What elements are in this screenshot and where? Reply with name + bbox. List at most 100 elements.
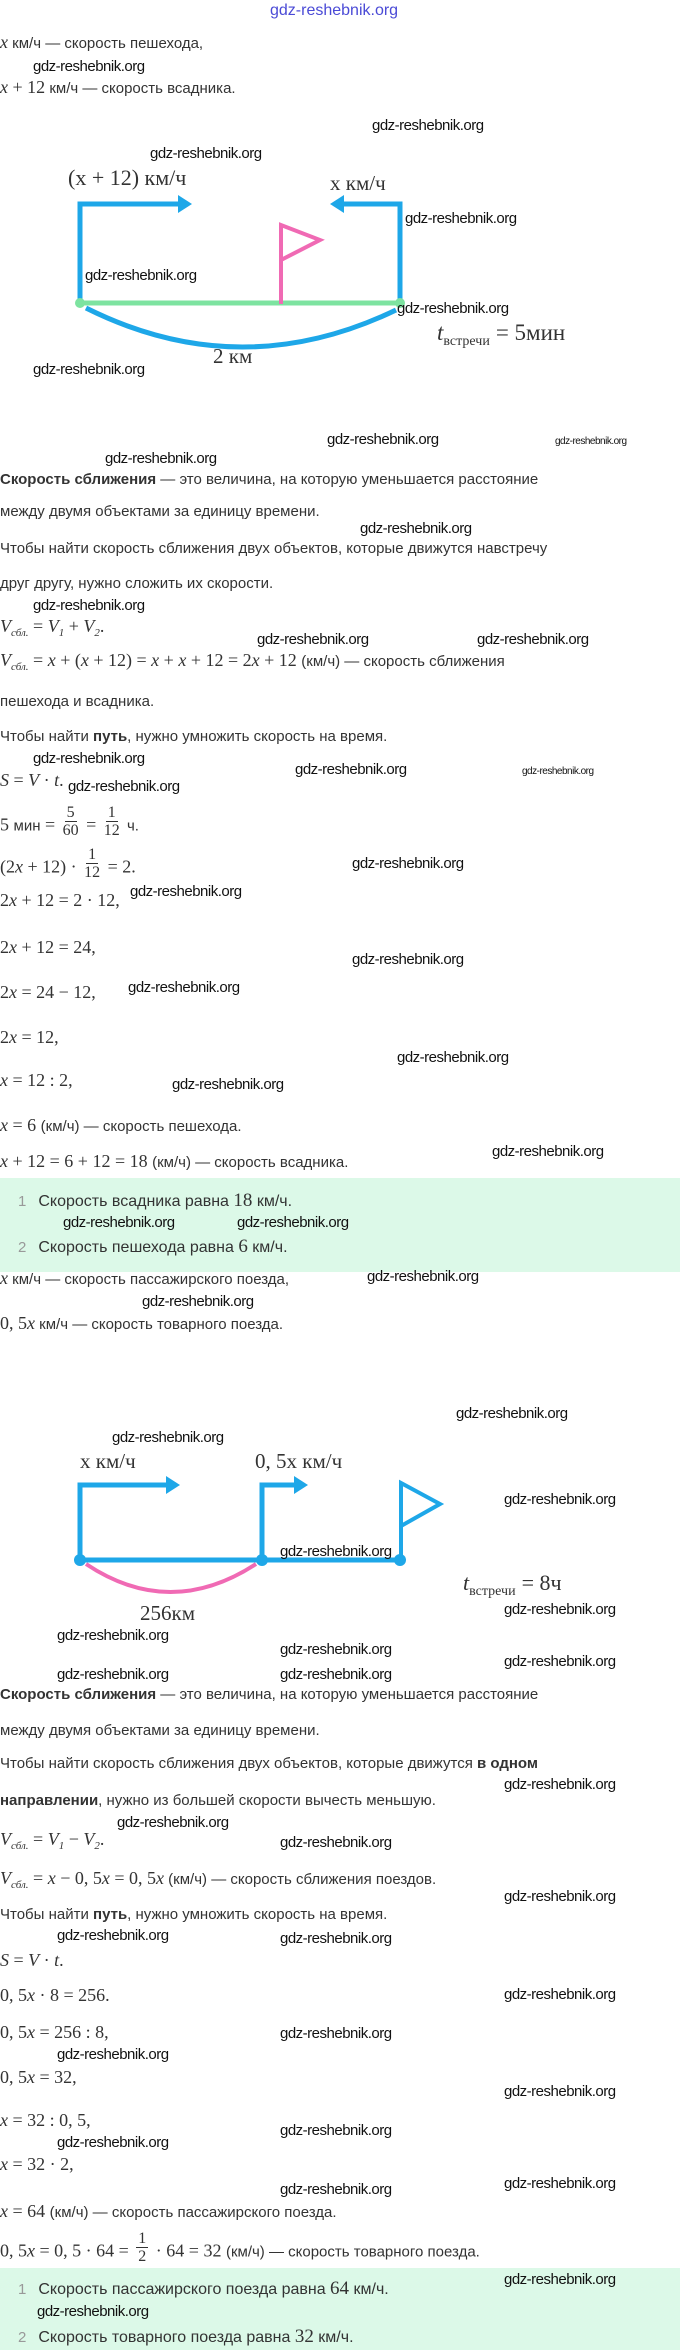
math-run: + 12) · xyxy=(23,856,82,877)
watermark: gdz-reshebnik.org xyxy=(142,1293,254,1310)
math-run: 1 xyxy=(58,1840,65,1852)
math-run: x xyxy=(27,2022,35,2042)
text-run: км/ч — скорость всадника. xyxy=(45,80,236,97)
watermark: gdz-reshebnik.org xyxy=(280,1930,392,1947)
math-run: · xyxy=(39,1950,55,1970)
math-run: = xyxy=(9,770,29,790)
math-run: x xyxy=(27,1985,35,2005)
math-run: x xyxy=(27,2240,35,2261)
numerator: 1 xyxy=(136,2230,149,2248)
meeting-time-label: tвстречи= 8ч xyxy=(463,1570,562,1599)
math-run: + xyxy=(159,650,179,670)
watermark: gdz-reshebnik.org xyxy=(504,2083,616,2100)
solution-line: друг другу, нужно сложить их скорости. xyxy=(0,574,273,594)
watermark: gdz-reshebnik.org xyxy=(117,1814,229,1831)
solution-line: S = V · t. xyxy=(0,770,64,792)
watermark: gdz-reshebnik.org xyxy=(397,1049,509,1066)
text-run: пешехода и всадника. xyxy=(0,693,155,710)
solution-line: Чтобы найти путь, нужно умножить скорост… xyxy=(0,1905,387,1925)
walker-arrow xyxy=(342,201,403,303)
watermark: gdz-reshebnik.org xyxy=(68,778,180,795)
math-run: + 12 = 6 + 12 = 18 xyxy=(8,1151,153,1171)
math-run: сбл. xyxy=(11,1879,29,1891)
math-run: x xyxy=(15,856,23,877)
watermark: gdz-reshebnik.org xyxy=(504,1776,616,1793)
math-run: (2 xyxy=(0,856,15,877)
watermark: gdz-reshebnik.org xyxy=(504,2175,616,2192)
math-run: − 0, 5 xyxy=(55,1868,102,1888)
answer-number: 2 xyxy=(18,1239,27,1256)
denominator: 60 xyxy=(62,822,79,839)
bold-term: путь xyxy=(93,728,128,745)
solution-line: между двумя объектами за единицу времени… xyxy=(0,1721,320,1741)
rider-arrow xyxy=(77,201,180,303)
watermark: gdz-reshebnik.org xyxy=(57,1627,169,1644)
text-run: (км/ч) — скорость сближения поездов. xyxy=(164,1871,437,1888)
math-run: x xyxy=(0,32,8,52)
denominator: 2 xyxy=(138,2248,147,2265)
math-run: t xyxy=(54,1950,60,1970)
watermark: gdz-reshebnik.org xyxy=(280,2025,392,2042)
math-run: = 64 xyxy=(8,2201,50,2221)
math-run: 0, 5 xyxy=(0,2067,27,2087)
math-run: 2 xyxy=(0,982,9,1002)
math-run: = xyxy=(81,814,101,835)
math-run: x xyxy=(151,650,160,670)
solution-line: x + 12 км/ч — скорость всадника. xyxy=(0,77,236,99)
watermark: gdz-reshebnik.org xyxy=(280,1543,392,1560)
math-run: · 8 = 256. xyxy=(35,1985,110,2005)
math-run: 0, 5 xyxy=(0,2240,27,2261)
passenger-train-arrow xyxy=(77,1482,168,1560)
math-run: V xyxy=(0,1829,11,1849)
watermark: gdz-reshebnik.org xyxy=(477,631,589,648)
math-run: = xyxy=(40,814,60,835)
answer-text: Скорость всадника равна xyxy=(38,1193,234,1210)
text-run: км/ч — скорость товарного поезда. xyxy=(35,1316,284,1333)
math-run: = 24 − 12, xyxy=(17,982,96,1002)
bold-term: путь xyxy=(93,1906,128,1923)
watermark: gdz-reshebnik.org xyxy=(367,1268,479,1285)
math-run: x xyxy=(0,2154,8,2174)
math-run: S xyxy=(0,1950,9,1970)
text-run: — это величина, на которую уменьшается р… xyxy=(156,471,539,488)
watermark: gdz-reshebnik.org xyxy=(280,2181,392,2198)
math-run: V xyxy=(0,616,11,636)
text-run: (км/ч) — скорость пассажирского поезда. xyxy=(49,2204,337,2221)
math-run: + 12 = 2 xyxy=(186,650,252,670)
site-header-link[interactable]: gdz-reshebnik.org xyxy=(270,2,399,19)
solution-line: Vсбл. = V1 − V2. xyxy=(0,1829,104,1856)
watermark: gdz-reshebnik.org xyxy=(37,2303,149,2320)
answer-text: Скорость товарного поезда равна xyxy=(38,2329,295,2346)
watermark: gdz-reshebnik.org xyxy=(57,2134,169,2151)
math-run: = 0, 5 xyxy=(109,1868,157,1888)
watermark: gdz-reshebnik.org xyxy=(57,2046,169,2063)
watermark: gdz-reshebnik.org xyxy=(63,1214,175,1231)
math-run: x xyxy=(47,650,56,670)
watermark: gdz-reshebnik.org xyxy=(397,300,509,317)
numerator: 5 xyxy=(64,804,77,822)
math-run: 2 xyxy=(94,1840,100,1852)
bold-term: направлении xyxy=(0,1792,99,1809)
watermark: gdz-reshebnik.org xyxy=(280,1834,392,1851)
solution-line: 0, 5x = 32, xyxy=(0,2067,77,2089)
math-run: x xyxy=(9,982,17,1002)
solution-line: Скорость сближения — это величина, на ко… xyxy=(0,470,538,490)
answer-value: 6 xyxy=(238,1236,248,1257)
math-run: x xyxy=(0,1268,8,1288)
arrow-head-right xyxy=(178,195,192,213)
watermark: gdz-reshebnik.org xyxy=(257,631,369,648)
solution-line: x = 6 (км/ч) — скорость пешехода. xyxy=(0,1115,242,1137)
math-run: x xyxy=(251,650,260,670)
text-run: (км/ч) — скорость товарного поезда. xyxy=(225,2243,480,2261)
math-run: 1 xyxy=(58,627,65,639)
watermark: gdz-reshebnik.org xyxy=(280,1641,392,1658)
watermark: gdz-reshebnik.org xyxy=(504,1491,616,1508)
